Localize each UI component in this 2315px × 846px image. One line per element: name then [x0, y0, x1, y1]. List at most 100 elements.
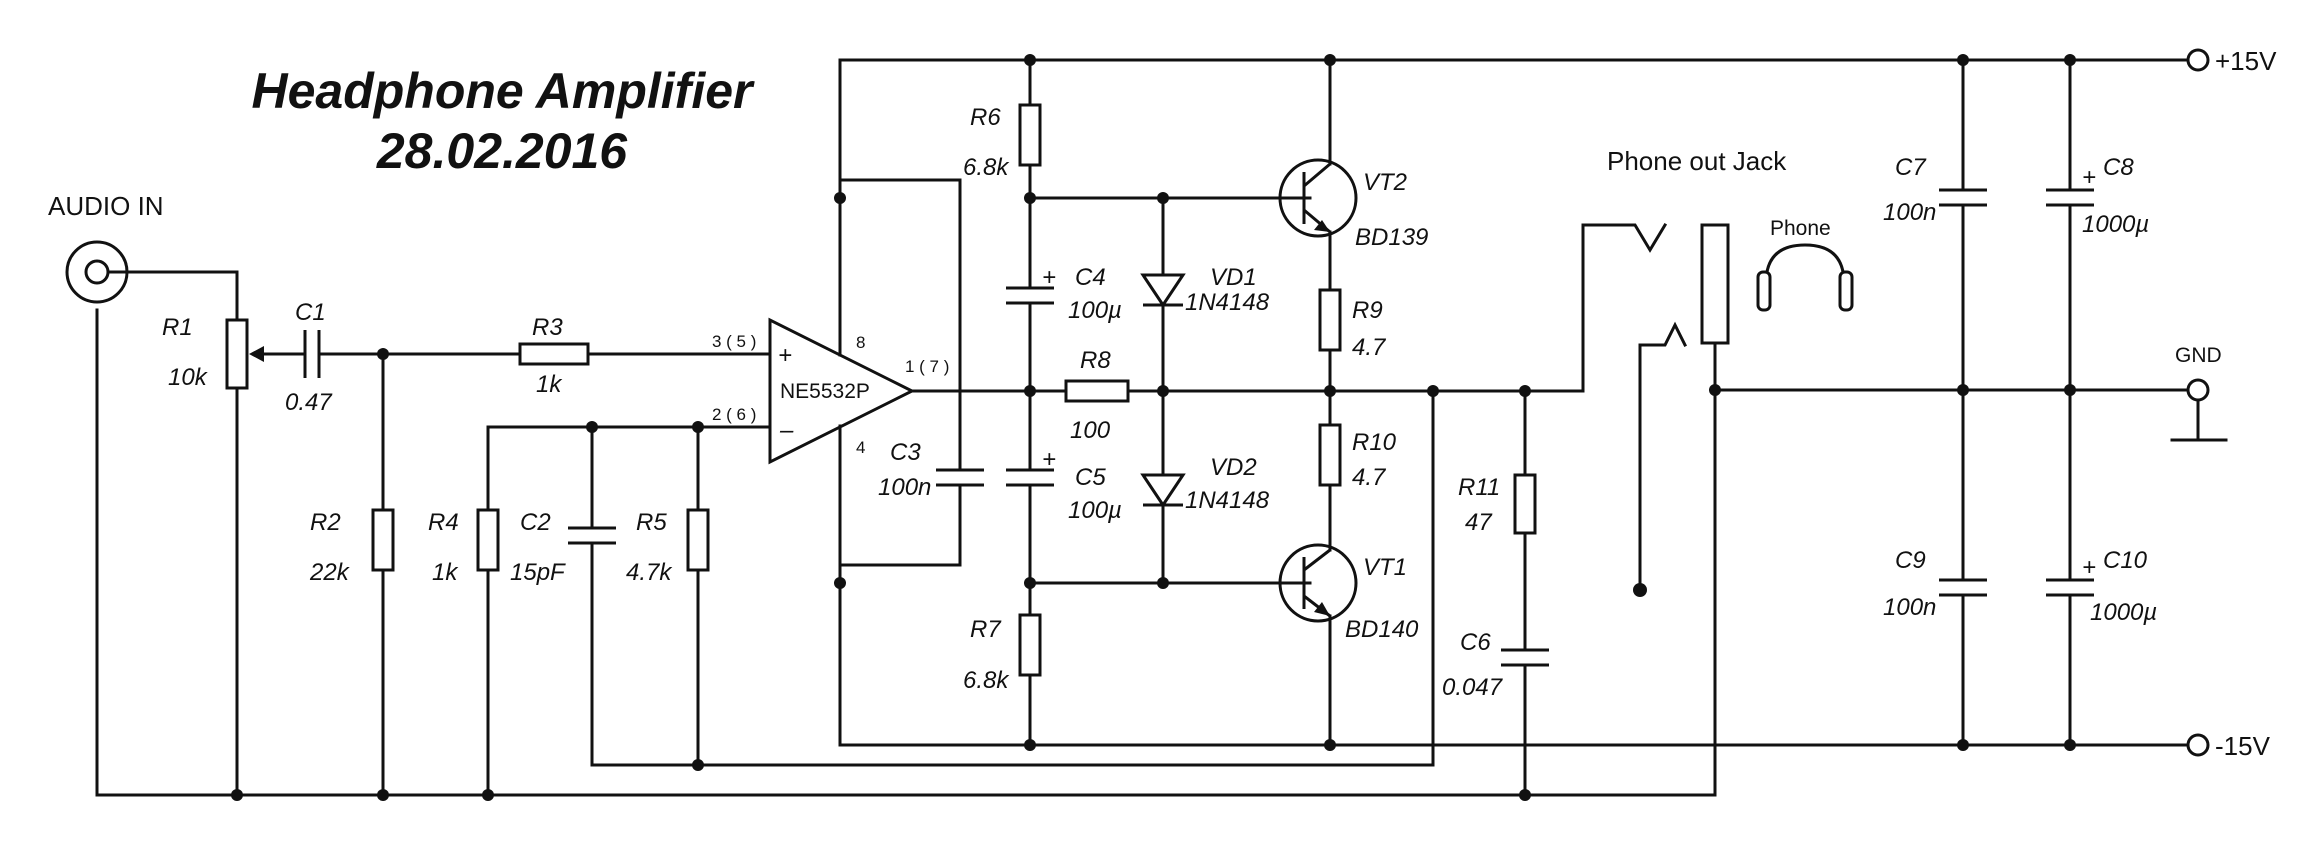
c1-ref: C1 — [295, 299, 326, 326]
r3-ref: R3 — [532, 314, 563, 341]
c3-value: 100n — [878, 474, 931, 501]
r6-resistor — [1018, 103, 1042, 167]
r1-potentiometer — [225, 318, 249, 390]
r9-resistor — [1318, 288, 1342, 352]
c7-value: 100n — [1883, 199, 1936, 226]
opamp-pin-vminus: 4 — [856, 438, 865, 457]
audio-in-label: AUDIO IN — [48, 191, 164, 221]
r4-ref: R4 — [428, 509, 459, 536]
r7-value: 6.8k — [963, 667, 1010, 694]
vd2-diode — [1140, 473, 1186, 508]
c10-value: 1000µ — [2090, 599, 2157, 626]
r6-value: 6.8k — [963, 154, 1010, 181]
r2-value: 22k — [309, 559, 351, 586]
positive-rail — [838, 58, 2190, 182]
c2-value: 15pF — [510, 559, 566, 586]
vd1-value: 1N4148 — [1185, 289, 1270, 316]
c7-capacitor — [1939, 188, 1987, 207]
vt2-value: BD139 — [1355, 224, 1428, 251]
gnd-terminal — [2186, 378, 2210, 402]
r1-ref: R1 — [162, 314, 193, 341]
r7-resistor — [1018, 613, 1042, 677]
c9-ref: C9 — [1895, 547, 1926, 574]
title-line1: Headphone Amplifier — [252, 63, 756, 119]
c5-plus: + — [1042, 446, 1056, 473]
r9-ref: R9 — [1352, 297, 1383, 324]
r10-ref: R10 — [1352, 429, 1397, 456]
vt1-transistor — [1278, 543, 1358, 623]
c9-capacitor — [1939, 578, 1987, 597]
phone-label: Phone — [1770, 217, 1831, 240]
c5-ref: C5 — [1075, 464, 1106, 491]
feedback-bus — [590, 388, 1435, 767]
r1-wiper-arrow — [249, 346, 264, 362]
negative-rail — [838, 563, 2190, 747]
r10-resistor — [1318, 423, 1342, 487]
c4-value: 100µ — [1068, 297, 1122, 324]
vt1-ref: VT1 — [1363, 554, 1407, 581]
r3-resistor — [518, 342, 590, 366]
opamp-minus-symbol: – — [779, 417, 794, 444]
vd2-ref: VD2 — [1210, 454, 1257, 481]
plus15-terminal — [2186, 48, 2210, 72]
r6-ref: R6 — [970, 104, 1001, 131]
vd1-diode — [1140, 273, 1186, 308]
minus15-terminal — [2186, 733, 2210, 757]
c2-ref: C2 — [520, 509, 551, 536]
opamp-name: NE5532P — [780, 380, 870, 403]
c10-plus: + — [2082, 554, 2096, 581]
r3-value: 1k — [536, 371, 563, 398]
minus15-label: -15V — [2215, 731, 2271, 761]
c1-value: 0.47 — [285, 389, 333, 416]
opamp-plus-symbol: + — [778, 342, 792, 369]
title-line2: 28.02.2016 — [376, 123, 628, 179]
r4-resistor — [476, 508, 500, 572]
r2-resistor — [371, 508, 395, 572]
bottom-ground-bus — [95, 308, 1717, 797]
c6-ref: C6 — [1460, 629, 1491, 656]
c1-capacitor — [303, 330, 321, 378]
opamp-pin-minus: 2 ( 6 ) — [712, 405, 756, 424]
plus15-label: +15V — [2215, 46, 2277, 76]
r2-ref: R2 — [310, 509, 341, 536]
c4-plus: + — [1042, 264, 1056, 291]
r11-resistor — [1513, 473, 1537, 535]
phone-out-jack-label: Phone out Jack — [1607, 146, 1787, 176]
r5-ref: R5 — [636, 509, 667, 536]
c6-value: 0.047 — [1442, 674, 1504, 701]
c8-ref: C8 — [2103, 154, 2134, 181]
r5-value: 4.7k — [626, 559, 673, 586]
r8-ref: R8 — [1080, 347, 1111, 374]
c8-capacitor — [2046, 188, 2094, 207]
vd2-value: 1N4148 — [1185, 487, 1270, 514]
r11-value: 47 — [1465, 509, 1493, 536]
headphone-icon — [1756, 243, 1854, 312]
c7-ref: C7 — [1895, 154, 1927, 181]
c3-ref: C3 — [890, 439, 921, 466]
r5-resistor — [686, 508, 710, 572]
r1-value: 10k — [168, 364, 209, 391]
input-wire — [106, 270, 239, 322]
c9-value: 100n — [1883, 594, 1936, 621]
r4-value: 1k — [432, 559, 459, 586]
phone-out-jack — [1581, 222, 1730, 592]
ground-symbol — [2170, 398, 2228, 442]
c10-ref: C10 — [2103, 547, 2148, 574]
c4-ref: C4 — [1075, 264, 1106, 291]
c3-capacitor — [936, 468, 984, 487]
r11-ref: R11 — [1458, 474, 1500, 501]
vt1-value: BD140 — [1345, 616, 1419, 643]
junction-dots — [231, 54, 2076, 801]
vd1-ref: VD1 — [1210, 264, 1257, 291]
r10-value: 4.7 — [1352, 464, 1387, 491]
opamp-pin-out: 1 ( 7 ) — [905, 357, 949, 376]
gnd-label: GND — [2175, 344, 2222, 367]
vt2-ref: VT2 — [1363, 169, 1407, 196]
r8-resistor — [1064, 379, 1130, 403]
c10-capacitor — [2046, 578, 2094, 597]
vt2-transistor — [1278, 158, 1358, 238]
r7-ref: R7 — [970, 616, 1002, 643]
c5-value: 100µ — [1068, 497, 1122, 524]
c8-plus: + — [2082, 164, 2096, 191]
r9-value: 4.7 — [1352, 334, 1387, 361]
